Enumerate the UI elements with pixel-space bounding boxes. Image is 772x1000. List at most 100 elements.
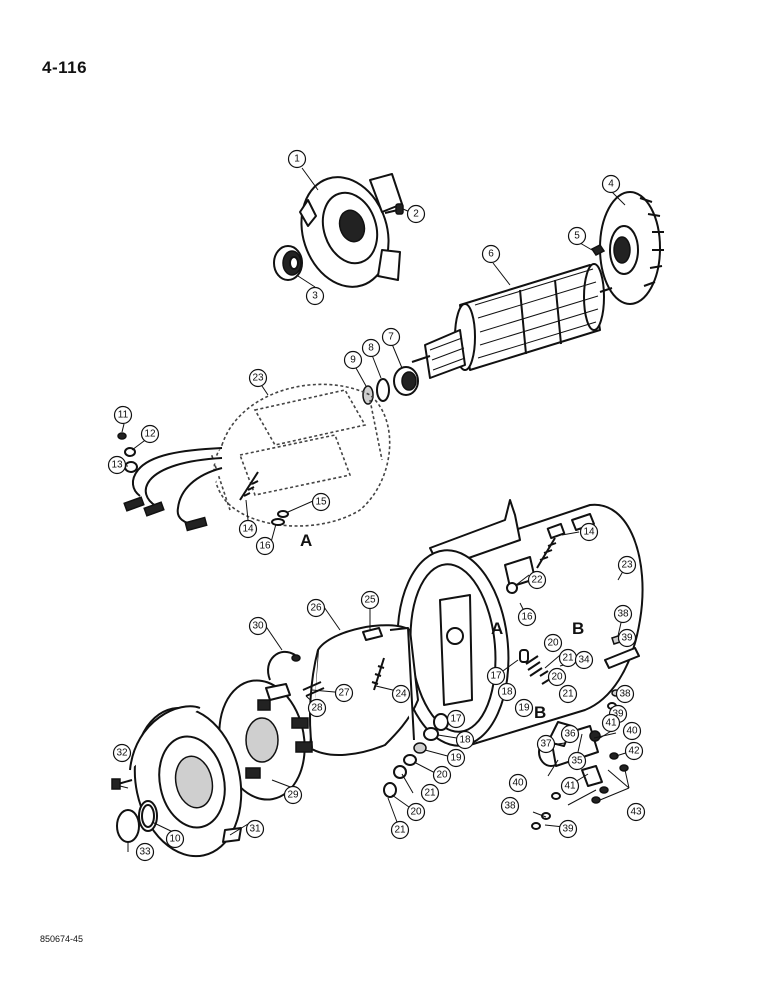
callout-balloon: 41: [560, 776, 580, 796]
callout-balloon: 29: [283, 785, 303, 805]
end-housing-1: [299, 173, 403, 288]
callout-balloon: 10: [165, 829, 185, 849]
callout-balloon: 39: [617, 628, 637, 648]
callout-balloon: 18: [455, 730, 475, 750]
callout-balloon: 16: [255, 536, 275, 556]
callout-balloon: 21: [390, 820, 410, 840]
svg-text:14: 14: [242, 524, 254, 535]
studs-27-28: [302, 681, 325, 697]
callout-balloon: 16: [517, 607, 537, 627]
svg-text:39: 39: [562, 824, 574, 835]
svg-text:15: 15: [315, 497, 327, 508]
callout-balloon: 23: [248, 368, 268, 388]
svg-text:28: 28: [311, 703, 323, 714]
callout-balloon: 21: [558, 684, 578, 704]
key-5: [590, 244, 606, 256]
svg-text:37: 37: [540, 739, 552, 750]
callout-balloon: 2: [406, 204, 426, 224]
svg-text:40: 40: [626, 726, 638, 737]
washer-8: [376, 378, 390, 402]
svg-text:20: 20: [547, 638, 559, 649]
callout-balloon: 19: [514, 698, 534, 718]
svg-text:23: 23: [252, 373, 264, 384]
svg-text:6: 6: [488, 249, 494, 260]
svg-text:16: 16: [521, 612, 533, 623]
svg-text:24: 24: [395, 689, 407, 700]
callout-balloon: 20: [547, 667, 567, 687]
callout-balloon: 18: [497, 682, 517, 702]
svg-text:20: 20: [436, 770, 448, 781]
svg-text:38: 38: [617, 609, 629, 620]
callout-balloon: 14: [579, 522, 599, 542]
callout-balloon: 19: [446, 748, 466, 768]
callout-balloon: 33: [135, 842, 155, 862]
svg-text:41: 41: [605, 718, 617, 729]
callout-balloon: 20: [543, 633, 563, 653]
svg-text:11: 11: [118, 410, 129, 421]
svg-text:22: 22: [531, 575, 543, 586]
svg-text:25: 25: [364, 595, 376, 606]
svg-text:17: 17: [490, 671, 502, 682]
callout-balloon: 17: [446, 709, 466, 729]
callout-balloon: 20: [432, 765, 452, 785]
svg-text:36: 36: [564, 729, 576, 740]
letter-marker: B: [572, 619, 584, 638]
drive-end-housing-31: [129, 705, 243, 858]
callout-balloon: 43: [626, 802, 646, 822]
armature-6: [411, 263, 613, 379]
callout-balloon: 38: [500, 796, 520, 816]
callout-balloon: 15: [311, 492, 331, 512]
svg-text:33: 33: [139, 847, 151, 858]
callout-balloon: 7: [381, 327, 401, 347]
terminal-stack-upper: [519, 649, 551, 685]
callout-balloon: 5: [567, 226, 587, 246]
brush-plate-4: [599, 191, 664, 305]
callout-balloon: 41: [601, 713, 621, 733]
callout-balloon: 23: [617, 555, 637, 575]
svg-text:39: 39: [612, 709, 624, 720]
svg-text:20: 20: [410, 807, 422, 818]
svg-text:21: 21: [562, 653, 574, 664]
callout-balloon: 6: [481, 244, 501, 264]
screw-24: [371, 657, 385, 691]
svg-text:40: 40: [512, 778, 524, 789]
callout-balloon: 22: [527, 570, 547, 590]
svg-text:30: 30: [252, 621, 264, 632]
svg-text:12: 12: [144, 429, 156, 440]
svg-text:21: 21: [424, 788, 436, 799]
svg-text:18: 18: [501, 687, 513, 698]
callout-balloon: 24: [391, 684, 411, 704]
svg-text:29: 29: [287, 790, 299, 801]
letter-marker: A: [491, 619, 503, 638]
svg-text:8: 8: [368, 343, 374, 354]
callout-balloon: 25: [360, 590, 380, 610]
callout-balloon: 12: [140, 424, 160, 444]
callout-balloon: 40: [508, 773, 528, 793]
svg-text:3: 3: [312, 291, 318, 302]
svg-text:35: 35: [571, 756, 583, 767]
bearing-3: [273, 245, 303, 281]
callout-balloon: 38: [613, 604, 633, 624]
callout-balloon: 35: [567, 751, 587, 771]
washer-9: [362, 385, 374, 405]
letter-marker: A: [300, 531, 312, 550]
svg-text:27: 27: [338, 688, 350, 699]
callout-balloon: 26: [306, 598, 326, 618]
callout-balloon: 39: [558, 819, 578, 839]
brush-spring-14-lower: [536, 522, 566, 569]
callout-balloon: 30: [248, 616, 268, 636]
callout-balloon: 13: [107, 455, 127, 475]
callout-balloon: 8: [361, 338, 381, 358]
callout-balloon: 11: [113, 405, 133, 425]
svg-text:21: 21: [562, 689, 574, 700]
svg-text:17: 17: [450, 714, 462, 725]
svg-text:13: 13: [111, 460, 123, 471]
callout-balloon: 34: [574, 650, 594, 670]
svg-text:5: 5: [574, 231, 580, 242]
callout-balloon: 1: [287, 149, 307, 169]
page-number: 4-116: [42, 58, 88, 77]
svg-text:19: 19: [518, 703, 530, 714]
callout-balloon: 32: [112, 743, 132, 763]
svg-text:43: 43: [630, 807, 642, 818]
